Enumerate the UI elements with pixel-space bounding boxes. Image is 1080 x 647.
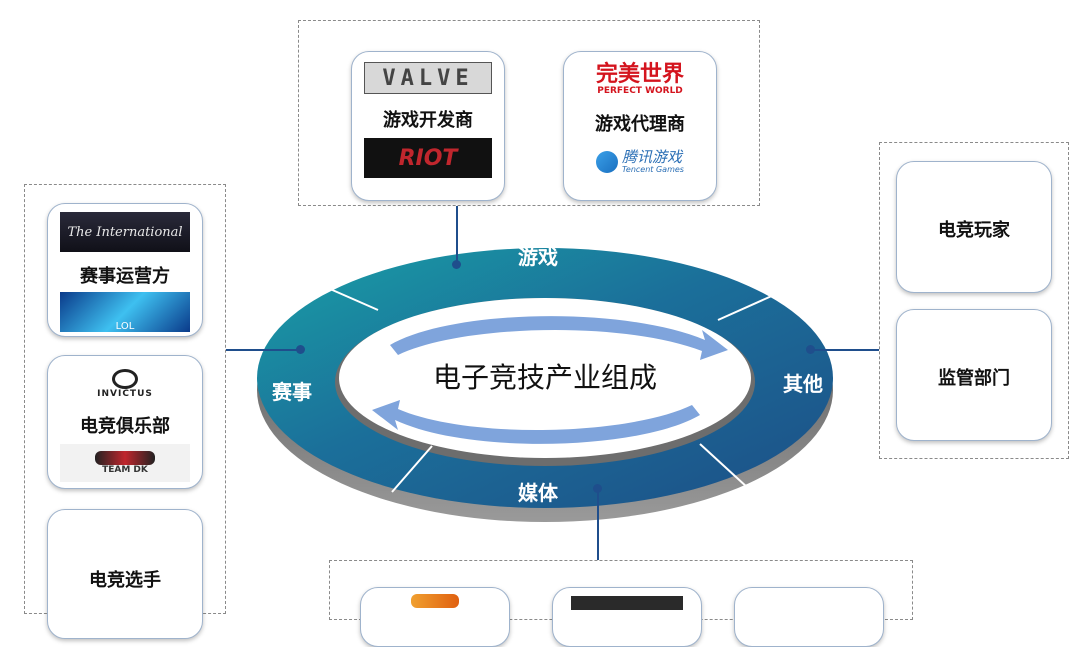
ring-label-right: 其他 — [783, 372, 823, 396]
ring-label-left: 赛事 — [271, 380, 312, 404]
riot-logo: RIOT — [364, 138, 492, 178]
tencent-swirl-icon — [596, 151, 619, 173]
media-logo-1 — [411, 594, 459, 608]
game-publisher-card: 完美世界 PERFECT WORLD 游戏代理商 腾讯游戏 Tencent Ga… — [563, 51, 717, 201]
ring-divider — [717, 289, 786, 321]
game-developer-card: VALVE 游戏开发商 RIOT — [351, 51, 505, 201]
connector-dot-left — [296, 345, 305, 354]
dk-emblem-icon — [95, 451, 155, 465]
ring-divider — [699, 443, 749, 489]
ring-label-top: 游戏 — [518, 245, 558, 269]
connector-right — [810, 349, 880, 351]
club-label: 电竞俱乐部 — [80, 416, 170, 437]
club-card: INVICTUS 电竞俱乐部 TEAM DK — [47, 355, 203, 489]
media-card-1 — [360, 587, 510, 647]
esports-players-card: 电竞玩家 — [896, 161, 1052, 293]
media-card-2 — [552, 587, 702, 647]
ring-diagram: 游戏 赛事 其他 媒体 电子竞技产业组成 — [257, 245, 833, 522]
connector-bottom — [597, 488, 599, 560]
valve-logo: VALVE — [364, 62, 492, 94]
player-label: 电竞选手 — [89, 570, 161, 591]
regulator-card: 监管部门 — [896, 309, 1052, 441]
connector-dot-bottom — [593, 484, 602, 493]
event-operator-label: 赛事运营方 — [80, 266, 170, 287]
event-group: The International 赛事运营方 LOL INVICTUS 电竞俱… — [24, 184, 226, 639]
ring-divider — [391, 445, 433, 493]
invictus-logo: INVICTUS — [60, 362, 190, 406]
media-logo-2 — [571, 596, 683, 610]
team-dk-logo: TEAM DK — [60, 444, 190, 482]
media-group — [329, 560, 913, 647]
tencent-games-logo: 腾讯游戏 Tencent Games — [576, 144, 704, 180]
game-developer-label: 游戏开发商 — [383, 110, 473, 131]
lol-event-logo: LOL — [60, 292, 190, 332]
the-international-logo: The International — [60, 212, 190, 252]
connector-dot-right — [806, 345, 815, 354]
ring-label-bottom: 媒体 — [518, 481, 559, 505]
perfect-world-logo: 完美世界 PERFECT WORLD — [595, 61, 684, 96]
cycle-arrow-top — [390, 316, 728, 360]
game-group: VALVE 游戏开发商 RIOT 完美世界 PERFECT WORLD 游戏代理… — [298, 20, 760, 206]
connector-dot-top — [452, 260, 461, 269]
esports-players-label: 电竞玩家 — [938, 220, 1010, 241]
regulator-label: 监管部门 — [938, 368, 1010, 389]
ring-divider — [304, 277, 379, 311]
event-operator-card: The International 赛事运营方 LOL — [47, 203, 203, 337]
player-card: 电竞选手 — [47, 509, 203, 639]
center-title: 电子竞技产业组成 — [433, 361, 657, 394]
media-card-3 — [734, 587, 884, 647]
game-publisher-label: 游戏代理商 — [595, 114, 685, 135]
connector-left — [225, 349, 300, 351]
connector-top — [456, 206, 458, 264]
cycle-arrow-bottom — [372, 400, 700, 444]
invictus-emblem-icon — [112, 369, 138, 389]
other-group: 电竞玩家 监管部门 — [879, 142, 1069, 459]
